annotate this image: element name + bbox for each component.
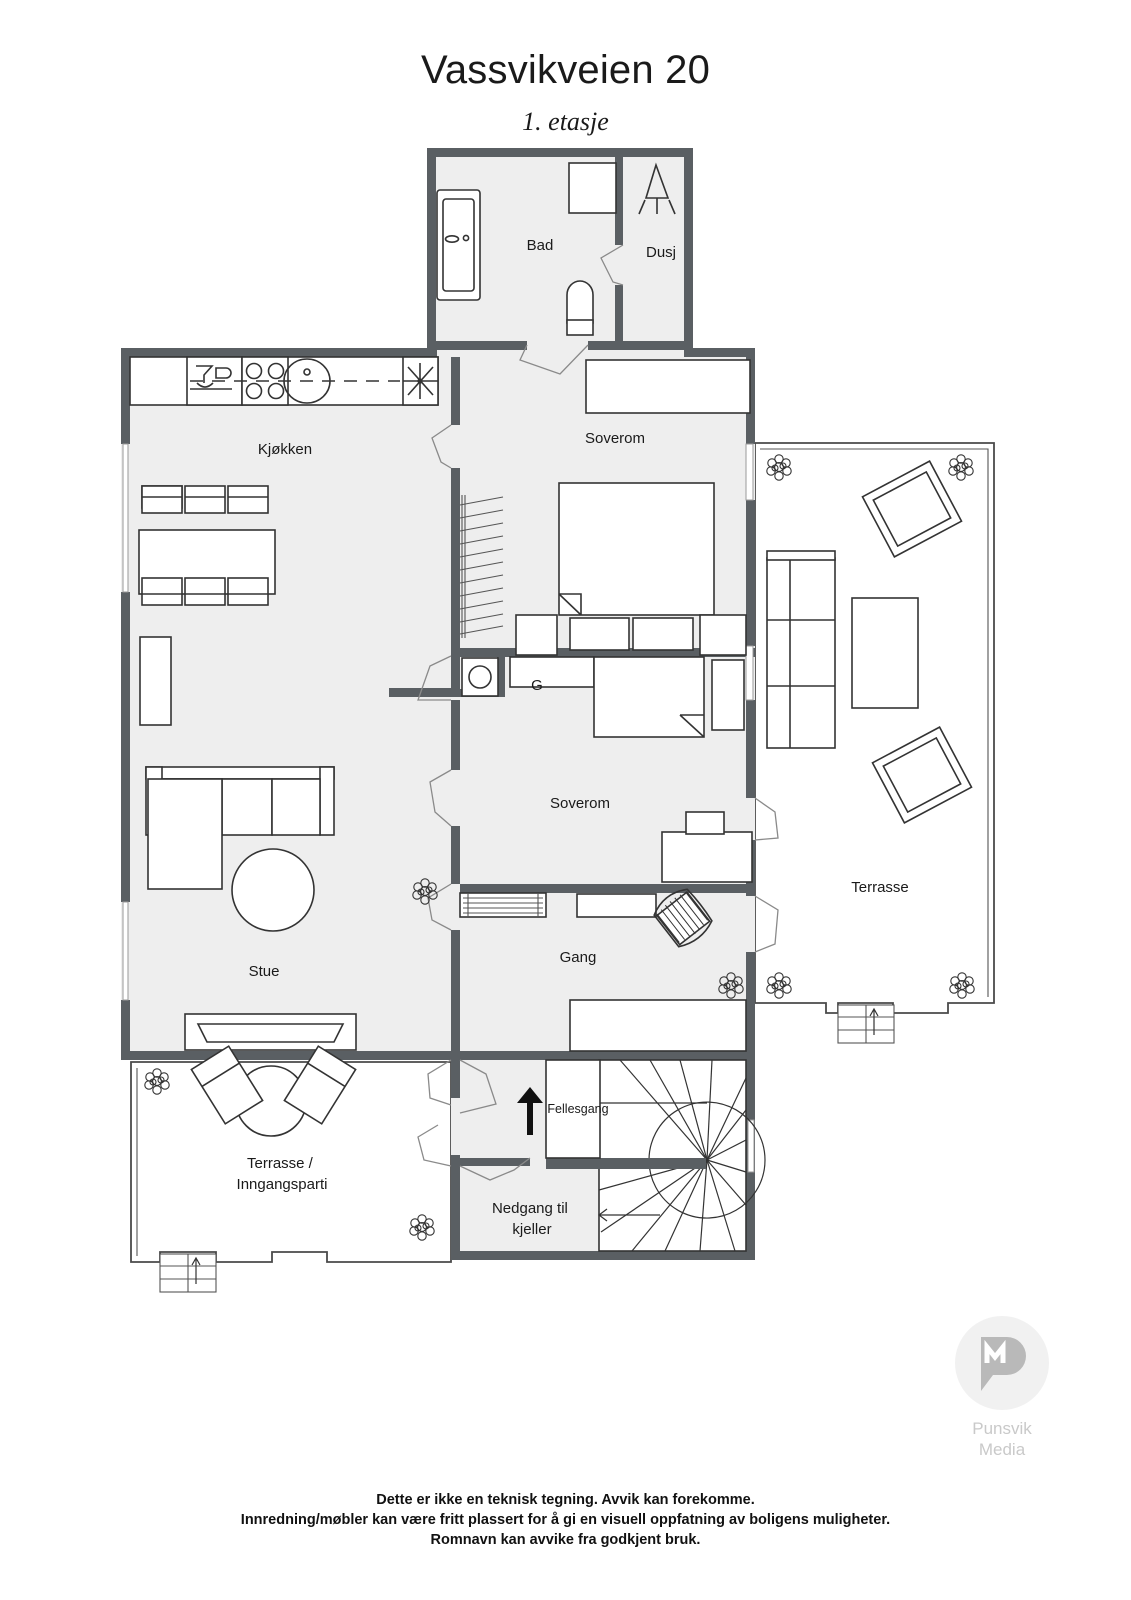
staircase bbox=[545, 1059, 766, 1252]
dining-set bbox=[138, 485, 276, 606]
terrace-right-steps bbox=[837, 1004, 895, 1044]
terrace-right-furniture bbox=[718, 454, 975, 999]
disclaimer-line-3: Romnavn kan avvike fra godkjent bruk. bbox=[430, 1532, 701, 1548]
terrace-entrance-furniture bbox=[144, 878, 438, 1241]
punsvik-mark-icon bbox=[981, 1337, 1026, 1391]
hall-chair bbox=[653, 888, 713, 948]
room-label-stue: Stue bbox=[249, 963, 280, 980]
kitchen-fixtures bbox=[129, 356, 439, 406]
door-swings bbox=[417, 244, 779, 1181]
room-label-terrasse-inngang-line1: Terrasse / bbox=[247, 1155, 314, 1172]
room-label-bad: Bad bbox=[527, 237, 554, 254]
room-label-fellesgang: Fellesgang bbox=[547, 1102, 608, 1116]
plant-icon bbox=[409, 1214, 435, 1241]
plant-icon bbox=[948, 454, 974, 481]
terrace-chair-right bbox=[283, 1045, 357, 1125]
floor-fills bbox=[121, 148, 755, 1260]
cooktop-icon bbox=[245, 362, 285, 400]
fan-icon bbox=[403, 363, 438, 399]
room-label-terrasse-inngang-line2: Inngangsparti bbox=[237, 1176, 328, 1193]
logo-text-line1: Punsvik bbox=[972, 1419, 1032, 1438]
room-label-nedgang-line1: Nedgang til bbox=[492, 1200, 568, 1217]
disclaimer-line-1: Dette er ikke en teknisk tegning. Avvik … bbox=[376, 1492, 755, 1508]
disclaimer-line-2: Innredning/møbler kan være fritt plasser… bbox=[240, 1512, 891, 1528]
sink-icon bbox=[190, 365, 232, 390]
ladder-shelf bbox=[459, 495, 504, 638]
page-subtitle: 1. etasje bbox=[522, 107, 609, 136]
room-labels: Bad Dusj Kjøkken Soverom G Soverom Stue … bbox=[237, 237, 909, 1238]
living-room-furniture bbox=[139, 636, 357, 1051]
terrace-armchair-top bbox=[861, 460, 963, 558]
windows bbox=[122, 443, 755, 1173]
room-label-nedgang: Nedgang til kjeller bbox=[492, 1200, 572, 1238]
bedroom-lower-furniture bbox=[461, 656, 753, 883]
room-label-garderobe: G bbox=[531, 677, 543, 694]
plant-icon bbox=[949, 972, 975, 999]
terrace-right-outline bbox=[754, 442, 995, 1044]
bedroom-upper-furniture bbox=[459, 359, 751, 656]
logo-badge bbox=[955, 1316, 1049, 1410]
room-label-terrasse-inngang: Terrasse / Inngangsparti bbox=[237, 1155, 328, 1193]
terrace-entrance-steps bbox=[159, 1253, 217, 1293]
brand-logo: Punsvik Media bbox=[948, 1316, 1056, 1460]
page-title: Vassvikveien 20 bbox=[420, 48, 711, 92]
room-label-soverom-2: Soverom bbox=[550, 795, 610, 812]
room-label-nedgang-line2: kjeller bbox=[512, 1221, 551, 1238]
shower-fixture bbox=[638, 162, 676, 215]
terrace-chair-left bbox=[190, 1045, 264, 1125]
hall-furniture bbox=[459, 888, 747, 1052]
terrace-entrance-outline bbox=[130, 1061, 452, 1293]
plant-icon bbox=[766, 972, 792, 999]
terrace-armchair-bottom bbox=[871, 726, 973, 824]
bathroom-fixtures bbox=[436, 162, 617, 336]
plant-icon bbox=[144, 1068, 170, 1095]
plant-icon bbox=[766, 454, 792, 481]
up-arrow-fellesgang bbox=[517, 1087, 543, 1135]
room-label-soverom-1: Soverom bbox=[585, 430, 645, 447]
room-label-gang: Gang bbox=[560, 949, 597, 966]
logo-text: Punsvik Media bbox=[948, 1418, 1056, 1460]
logo-text-line2: Media bbox=[978, 1440, 1026, 1459]
room-label-terrasse: Terrasse bbox=[851, 879, 909, 896]
room-label-dusj: Dusj bbox=[646, 244, 676, 261]
room-label-kjokken: Kjøkken bbox=[258, 441, 312, 458]
disclaimer: Dette er ikke en teknisk tegning. Avvik … bbox=[0, 1490, 1131, 1550]
